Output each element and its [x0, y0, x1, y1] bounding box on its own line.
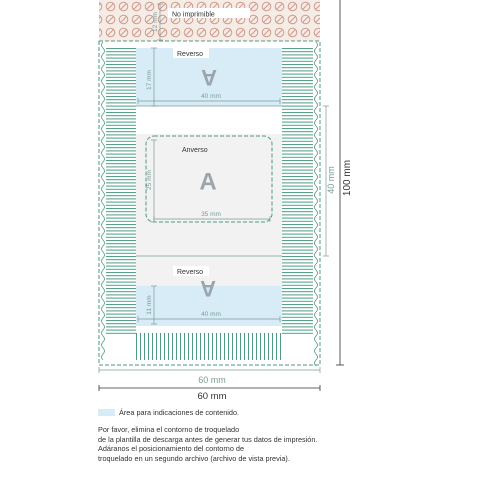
bottom-stripe-panel	[136, 333, 282, 360]
no-print-label: No imprimible	[172, 12, 215, 19]
front-label: Anverso	[182, 147, 208, 154]
dim-front-height-label: 25 mm	[146, 170, 153, 190]
dim-front-width	[153, 216, 271, 222]
dim-reverse-top-height-label: 17 mm	[146, 70, 153, 90]
dim-total-width-label: 60 mm	[197, 391, 226, 402]
dim-inner-width-label: 60 mm	[198, 375, 226, 385]
right-wavy-edge	[314, 41, 318, 367]
right-stripe-panel	[282, 48, 313, 335]
instruction-note: Por favor, elimina el contorno de troque…	[98, 425, 398, 463]
note-line-3: Adáranos el posicionamiento del contorno…	[98, 444, 245, 454]
note-line-4: troquelado en un segundo archivo (archiv…	[98, 453, 290, 463]
dim-reverse-top-width	[137, 98, 281, 104]
dim-inner-height-label: 40 mm	[326, 166, 336, 194]
no-print-area	[99, 0, 320, 41]
dim-reverse-bottom-height	[151, 285, 157, 325]
dim-reverse-top-height	[151, 47, 157, 107]
left-wavy-edge	[101, 41, 105, 361]
dim-total-width	[98, 385, 321, 391]
dim-total-height	[336, 0, 344, 366]
reverse-top-label: Reverso	[177, 51, 203, 58]
dim-top-height	[157, 3, 163, 41]
reverse-bottom-glyph: A	[200, 276, 216, 301]
reverse-bottom-label: Reverso	[177, 269, 203, 276]
dim-front-width-label: 35 mm	[201, 211, 221, 218]
front-dashed-outline	[145, 135, 273, 223]
note-line-2: de la plantilla de descarga antes de gen…	[98, 434, 318, 444]
reverse-bottom-label-box	[173, 266, 209, 276]
dim-inner-height	[323, 105, 329, 257]
note-line-1: Por favor, elimina el contorno de troque…	[98, 425, 240, 434]
dim-reverse-bottom-width	[137, 316, 281, 322]
dim-total-height-label: 100 mm	[342, 160, 353, 196]
dim-reverse-bottom-width-label: 40 mm	[201, 311, 221, 318]
left-stripe-panel	[106, 48, 136, 335]
front-glyph: A	[199, 168, 216, 195]
front-content-area	[136, 134, 282, 256]
no-print-label-box	[168, 8, 250, 18]
reverse-top-glyph: A	[201, 65, 217, 90]
dim-inner-width	[98, 367, 321, 373]
reverse-top-label-box	[173, 48, 209, 58]
dim-top-height-label: 12 mm	[152, 12, 159, 32]
dim-reverse-top-width-label: 40 mm	[201, 93, 221, 100]
legend-text: Área para indicaciones de contenido.	[119, 408, 240, 417]
legend-swatch	[98, 409, 115, 416]
dim-reverse-bottom-height-label: 11 mm	[146, 295, 153, 314]
